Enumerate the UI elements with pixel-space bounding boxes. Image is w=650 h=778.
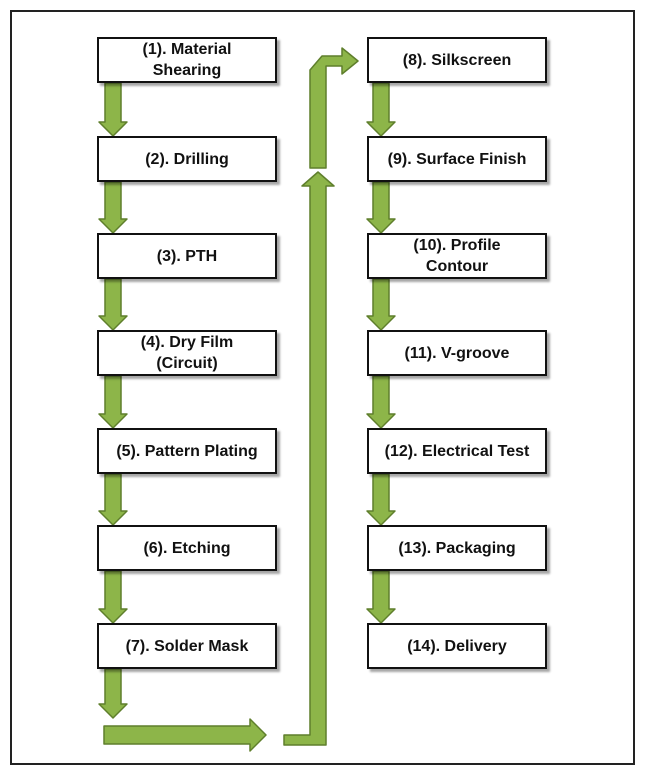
step-surface-finish: (9). Surface Finish [367,136,547,182]
arrow-down-right-1 [366,82,396,137]
step-electrical-test: (12). Electrical Test [367,428,547,474]
arrow-down-right-5 [366,473,396,526]
step-v-groove: (11). V-groove [367,330,547,376]
step-material-shearing: (1). Material Shearing [97,37,277,83]
arrow-down-left-4 [98,375,128,429]
step-profile-contour: (10). Profile Contour [367,233,547,279]
arrow-down-right-6 [366,570,396,624]
arrow-right-bottom [103,718,267,752]
step-dry-film: (4). Dry Film (Circuit) [97,330,277,376]
step-delivery: (14). Delivery [367,623,547,669]
step-silkscreen: (8). Silkscreen [367,37,547,83]
step-etching: (6). Etching [97,525,277,571]
arrow-down-right-4 [366,375,396,429]
arrow-elbow-top [309,47,359,169]
arrow-down-left-2 [98,181,128,234]
step-drilling: (2). Drilling [97,136,277,182]
arrow-up-middle [283,171,335,746]
arrow-down-right-3 [366,278,396,331]
step-pth: (3). PTH [97,233,277,279]
arrow-down-right-2 [366,181,396,234]
arrow-down-left-6 [98,570,128,624]
step-packaging: (13). Packaging [367,525,547,571]
step-solder-mask: (7). Solder Mask [97,623,277,669]
arrow-down-left-5 [98,473,128,526]
step-pattern-plating: (5). Pattern Plating [97,428,277,474]
arrow-down-left-3 [98,278,128,331]
arrow-down-left-1 [98,82,128,137]
arrow-down-left-7 [98,668,128,719]
